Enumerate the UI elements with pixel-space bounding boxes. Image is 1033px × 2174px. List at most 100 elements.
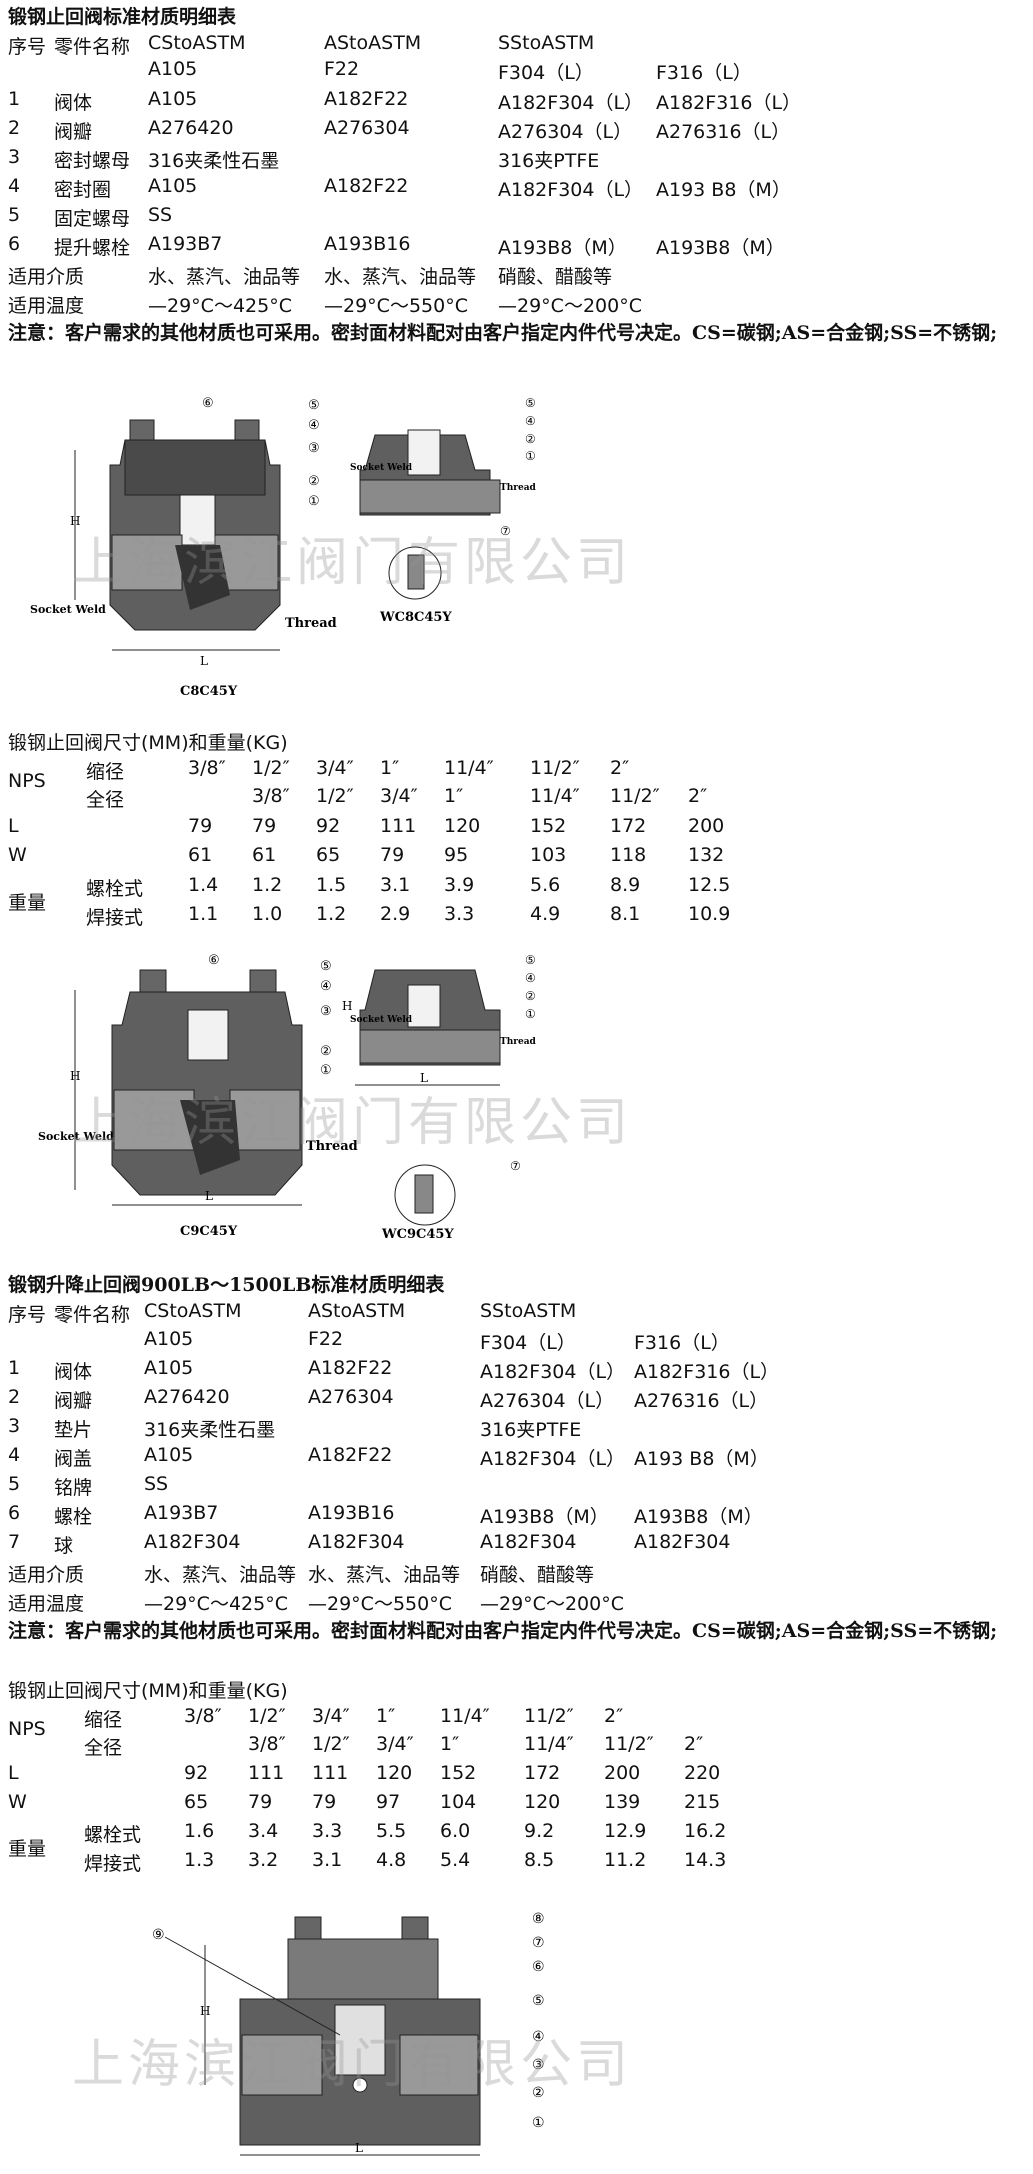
socket-weld-label: Socket Weld — [30, 603, 106, 616]
valve-drawing-left: H L — [70, 969, 303, 1206]
cell: 1.0 — [252, 903, 283, 925]
cell: 5.6 — [530, 874, 561, 896]
cell: 11/4″ — [444, 757, 494, 779]
model-label-right: WC9C45Y — [381, 1227, 454, 1242]
cell: A193B8（M） — [656, 237, 785, 259]
section2-row: 3 垫片 316夹柔性石墨 316夹PTFE — [8, 1415, 1008, 1443]
watermark: 上海滨江阀门有限公司 — [72, 1093, 633, 1153]
cell: 3 — [8, 1415, 21, 1437]
cell: A182F304（L） — [480, 1361, 626, 1383]
cell: 3/8″ — [252, 785, 290, 807]
section1-row: 4 密封圈 A105 A182F22 A182F304（L） A193 B8（M… — [8, 175, 1008, 203]
cell: SS — [144, 1473, 169, 1495]
cell: 118 — [610, 844, 647, 866]
cell: 3/8″ — [188, 757, 226, 779]
cell: SStoASTM — [480, 1300, 577, 1322]
svg-text:⑤: ⑤ — [525, 953, 536, 967]
cell: 2″ — [604, 1705, 624, 1727]
cell: 316夹柔性石墨 — [144, 1419, 276, 1441]
svg-text:①: ① — [320, 1063, 332, 1078]
section1-row: 5 固定螺母 SS — [8, 204, 1008, 232]
cell: 水、蒸汽、油品等 — [144, 1564, 297, 1586]
sub-ss316: F316（L） — [656, 62, 752, 84]
svg-text:⑥: ⑥ — [202, 396, 214, 411]
cell: 螺栓式 — [86, 878, 144, 900]
svg-text:①: ① — [525, 1007, 536, 1021]
cell: 65 — [184, 1791, 209, 1813]
cell: A276316（L） — [656, 121, 791, 143]
cell: A182F304（L） — [480, 1448, 626, 1470]
svg-text:④: ④ — [308, 418, 320, 433]
dim2-weld-row: 焊接式 1.3 3.2 3.1 4.8 5.4 8.5 11.2 14.3 — [8, 1849, 1008, 1877]
cell: 铭牌 — [54, 1477, 93, 1499]
svg-text:④: ④ — [525, 971, 536, 985]
watermark: 上海滨江阀门有限公司 — [72, 533, 633, 593]
section1-subheader-row: A105 F22 F304（L） F316（L） — [8, 58, 1008, 86]
cell: 61 — [252, 844, 277, 866]
section1-row: 1 阀体 A105 A182F22 A182F304（L） A182F316（L… — [8, 88, 1008, 116]
cell: SS — [148, 204, 173, 226]
sub-cs: A105 — [148, 58, 198, 80]
dim2-bolt-row: 螺栓式 1.6 3.4 3.3 5.5 6.0 9.2 12.9 16.2 — [8, 1820, 1008, 1848]
cell: 79 — [252, 815, 277, 837]
cell: W — [8, 844, 27, 866]
cell: 172 — [524, 1762, 561, 1784]
section2-row: 4 阀盖 A105 A182F22 A182F304（L） A193 B8（M） — [8, 1444, 1008, 1472]
cell: A276304 — [324, 117, 410, 139]
section2-medium-row: 适用介质 水、蒸汽、油品等 水、蒸汽、油品等 硝酸、醋酸等 — [8, 1560, 1008, 1588]
section2-row: 5 铭牌 SS — [8, 1473, 1008, 1501]
cell: A276316（L） — [634, 1390, 769, 1412]
valve-drawing-right — [359, 429, 501, 600]
cell: 120 — [524, 1791, 561, 1813]
full-label: 全径 — [84, 1737, 123, 1759]
svg-text:⑧: ⑧ — [532, 1911, 545, 1927]
dim2-title: 锻钢止回阀尺寸(MM)和重量(KG) — [8, 1680, 288, 1702]
section2-header-row: 序号 零件名称 CStoASTM AStoASTM SStoASTM — [8, 1300, 1008, 1328]
cell: 120 — [444, 815, 481, 837]
cell: 8.9 — [610, 874, 641, 896]
cell: 3.3 — [312, 1820, 343, 1842]
figure3-drawing: H L ⑧⑦⑥ ⑤④③ ②①⑨ — [152, 1911, 545, 2156]
cell: 1/2″ — [312, 1733, 350, 1755]
svg-text:②: ② — [525, 989, 536, 1003]
cell: A105 — [144, 1357, 194, 1379]
cell: 3/8″ — [248, 1733, 286, 1755]
svg-text:⑨: ⑨ — [152, 1927, 165, 1943]
cell: A276304（L） — [498, 121, 633, 143]
cell: A182F304 — [634, 1531, 731, 1553]
cell: 1 — [8, 1357, 21, 1379]
cell: F304（L） — [480, 1332, 576, 1354]
cell: 1″ — [376, 1705, 396, 1727]
dim1-reduced-row: 缩径 3/8″ 1/2″ 3/4″ 1″ 11/4″ 11/2″ 2″ — [8, 757, 1008, 785]
cell: 水、蒸汽、油品等 — [324, 266, 477, 288]
header-seq: 序号 — [8, 36, 47, 58]
cell: 11/2″ — [524, 1705, 574, 1727]
section2-row: 7 球 A182F304 A182F304 A182F304 A182F304 — [8, 1531, 1008, 1559]
cell: 220 — [684, 1762, 721, 1784]
dim1-weight-label: 重量 — [8, 888, 1008, 916]
cell: 1.2 — [316, 903, 347, 925]
cell: 2″ — [688, 785, 708, 807]
cell: A182F22 — [308, 1444, 393, 1466]
cell: —29°C～550°C — [324, 295, 468, 317]
svg-text:②: ② — [532, 2085, 545, 2101]
cell: 200 — [688, 815, 725, 837]
header-part: 零件名称 — [54, 36, 131, 58]
dim1-W-row: W 61 61 65 79 95 103 118 132 — [8, 844, 1008, 872]
svg-text:②: ② — [525, 432, 536, 446]
cell: 3/4″ — [312, 1705, 350, 1727]
cell: L — [8, 1762, 19, 1784]
svg-text:⑦: ⑦ — [510, 1159, 521, 1173]
svg-text:①: ① — [525, 449, 536, 463]
h-label: H — [200, 2004, 210, 2018]
cell: 序号 — [8, 1304, 47, 1326]
svg-text:⑤: ⑤ — [525, 396, 536, 410]
cell: L — [8, 815, 19, 837]
cell: 5 — [8, 1473, 21, 1495]
svg-text:③: ③ — [532, 2057, 545, 2073]
cell: A276304 — [308, 1386, 394, 1408]
cell: 3.1 — [312, 1849, 343, 1871]
section1-header-row: 序号 零件名称 CStoASTM AStoASTM SStoASTM — [8, 32, 1008, 60]
cell: 阀体 — [54, 92, 93, 114]
